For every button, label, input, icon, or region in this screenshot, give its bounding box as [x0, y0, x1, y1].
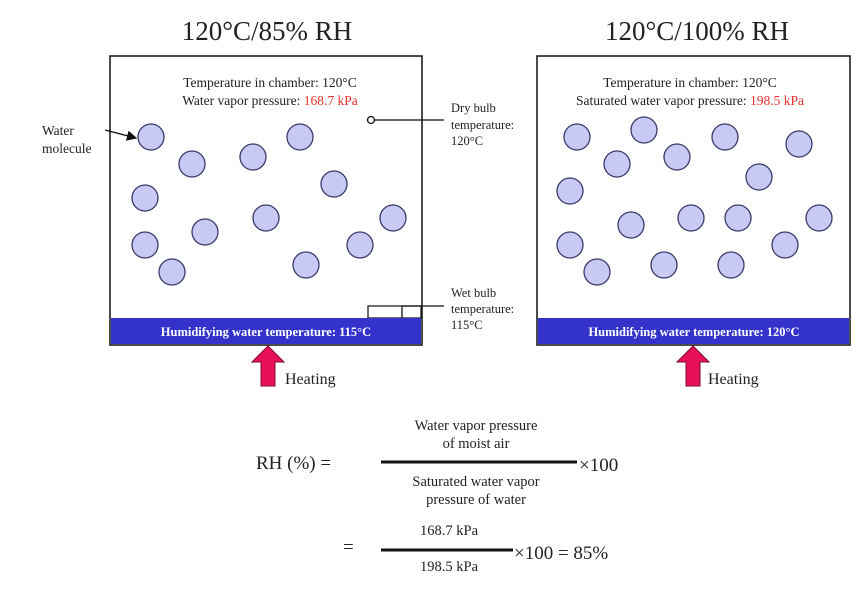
water-molecule-icon — [191, 218, 219, 246]
water-molecule-icon — [158, 258, 186, 286]
right-vapor-label: Saturated water vapor pressure: — [576, 93, 750, 108]
water-molecule-icon — [563, 123, 591, 151]
water-label-2: molecule — [42, 141, 91, 156]
right-water-temp: Humidifying water temperature: 120°C — [588, 325, 799, 339]
right-vapor-pressure: Saturated water vapor pressure: 198.5 kP… — [576, 93, 804, 108]
dry-bulb-3: 120°C — [451, 134, 483, 148]
formula-denominator-1: Saturated water vapor — [412, 474, 539, 490]
water-label-1: Water — [42, 123, 74, 138]
right-title: 120°C/100% RH — [605, 16, 789, 46]
water-molecule-icon — [677, 204, 705, 232]
left-heating-label: Heating — [285, 371, 336, 388]
formula-num-value: 168.7 kPa — [420, 523, 479, 539]
dry-bulb-2: temperature: — [451, 118, 514, 132]
water-molecule-icon — [131, 184, 159, 212]
wet-bulb-2: temperature: — [451, 302, 514, 316]
water-molecule-icon — [724, 204, 752, 232]
formula-eq2: = — [343, 537, 354, 558]
right-molecules — [556, 116, 833, 286]
formula-times: ×100 — [579, 455, 618, 476]
water-molecule-icon — [556, 177, 584, 205]
formula-lhs: RH (%) = — [256, 453, 331, 474]
dry-bulb-point — [366, 115, 376, 125]
water-molecule-icon — [771, 231, 799, 259]
water-molecule-icon — [131, 231, 159, 259]
right-water-band — [538, 318, 849, 344]
water-molecule-arrow — [104, 129, 138, 141]
wet-bulb-tank — [367, 305, 403, 319]
right-chamber — [536, 55, 851, 346]
water-molecule-icon — [711, 123, 739, 151]
water-molecule-icon — [785, 130, 813, 158]
right-chamber-temp: Temperature in chamber: 120°C — [603, 75, 777, 90]
left-water-band — [111, 318, 421, 344]
left-heating-arrow-icon — [250, 345, 286, 387]
water-molecule-icon — [583, 258, 611, 286]
water-molecule-icon — [286, 123, 314, 151]
left-vapor-value: 168.7 kPa — [304, 93, 358, 108]
formula-den-value: 198.5 kPa — [420, 559, 479, 575]
water-molecule-icon — [617, 211, 645, 239]
formula-numerator-1: Water vapor pressure — [415, 418, 538, 434]
water-molecule-icon — [603, 150, 631, 178]
water-molecule-icon — [745, 163, 773, 191]
water-molecule-icon — [252, 204, 280, 232]
left-title: 120°C/85% RH — [182, 16, 353, 46]
formula-numerator-2: of moist air — [443, 436, 510, 452]
water-molecule-icon — [137, 123, 165, 151]
wet-bulb-1: Wet bulb — [451, 286, 496, 300]
formula-result: ×100 = 85% — [514, 543, 608, 564]
water-molecule-icon — [805, 204, 833, 232]
wet-bulb-3: 115°C — [451, 318, 483, 332]
left-vapor-pressure: Water vapor pressure: 168.7 kPa — [182, 93, 358, 108]
left-chamber — [109, 55, 423, 346]
water-molecule-icon — [239, 143, 267, 171]
dry-bulb-1: Dry bulb — [451, 101, 496, 115]
water-molecule-icon — [630, 116, 658, 144]
water-molecule-icon — [292, 251, 320, 279]
left-chamber-temp: Temperature in chamber: 120°C — [183, 75, 357, 90]
water-molecule-icon — [320, 170, 348, 198]
water-molecule-icon — [346, 231, 374, 259]
right-heating-label: Heating — [708, 371, 759, 388]
wet-bulb-tank-2 — [401, 305, 422, 319]
water-molecule-icon — [379, 204, 407, 232]
left-water-temp: Humidifying water temperature: 115°C — [161, 325, 371, 339]
right-heating-arrow-icon — [675, 345, 711, 387]
water-molecule-icon — [556, 231, 584, 259]
water-molecule-icon — [663, 143, 691, 171]
water-molecule-icon — [717, 251, 745, 279]
water-molecule-icon — [178, 150, 206, 178]
left-molecules — [131, 123, 407, 286]
left-vapor-label: Water vapor pressure: — [182, 93, 304, 108]
water-molecule-icon — [650, 251, 678, 279]
formula-denominator-2: pressure of water — [426, 492, 526, 508]
right-vapor-value: 198.5 kPa — [750, 93, 804, 108]
